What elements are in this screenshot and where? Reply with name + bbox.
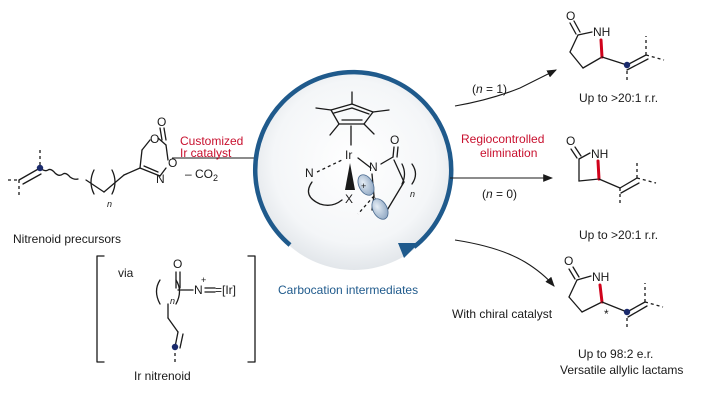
atom-O-center: O (390, 133, 399, 147)
atom-O-p1: O (566, 9, 575, 23)
paren-close (175, 279, 181, 305)
elimination-label-line2: elimination (480, 146, 537, 160)
atom-O-carbonyl: O (157, 115, 166, 129)
wedge-bond (345, 163, 355, 190)
plus-charge: + (201, 275, 206, 285)
via-label: via (118, 266, 134, 280)
repeat-n: n (107, 199, 112, 209)
ring-arrowhead (398, 243, 419, 258)
alkene-carbon-dot (623, 61, 631, 69)
atom-O-ring2: O (168, 156, 177, 170)
rr1-label: Up to >20:1 r.r. (579, 91, 658, 105)
product-gamma-lactam: O NH Up to >20:1 r.r. (566, 9, 665, 105)
atom-O-p3: O (564, 254, 573, 268)
precursors-label: Nitrenoid precursors (13, 232, 121, 246)
catalyst-label-line2: Ir catalyst (180, 146, 232, 160)
rr2-label: Up to >20:1 r.r. (579, 228, 658, 242)
atom-N-nitrenoid: N (194, 283, 203, 297)
atom-N-ring: N (156, 172, 165, 186)
ir-nitrenoid-label: Ir nitrenoid (134, 369, 191, 383)
atom-O-p2: O (566, 134, 575, 148)
n1-label: (n = 1) (472, 82, 507, 96)
repeat-n: n (170, 296, 175, 306)
atom-Ir: Ir (345, 148, 352, 162)
sphere-background (256, 74, 452, 270)
paren-close (411, 163, 417, 185)
cp-star-ligand (315, 91, 390, 146)
atom-NH-p1: NH (593, 25, 610, 39)
ring-arc (253, 69, 454, 249)
atom-N-right: N (369, 160, 378, 174)
product-chiral-lactam: O NH * With chiral catalyst Up to 98:2 e… (452, 254, 683, 377)
paren-open (401, 163, 406, 185)
bracket-left (96, 255, 105, 363)
p-orbital-lobe-top (357, 174, 375, 196)
nitrenoid-precursor-structure: n O O N O (8, 115, 177, 209)
repeat-n: n (410, 189, 415, 199)
n0-label: (n = 0) (482, 187, 517, 201)
stereocenter-star: * (604, 307, 609, 321)
paren-close (111, 169, 116, 195)
elimination-label-line1: Regiocontrolled (461, 132, 544, 146)
carbocation-label: Carbocation intermediates (278, 283, 418, 297)
alkene-carbon-dot (171, 343, 179, 351)
chiral-catalyst-label: With chiral catalyst (452, 307, 553, 321)
p-orbital-lobe-bottom (371, 198, 389, 220)
atom-O-nitrenoid: O (173, 257, 182, 271)
atom-N-left: N (305, 166, 314, 180)
ir-nitrenoid-bracket: via O N =[Ir] + n Ir nitrenoid (96, 255, 256, 383)
wavy-bond (39, 167, 79, 180)
carbocation-plus: + (361, 181, 366, 191)
chelate-arc (307, 181, 343, 206)
atom-O-ring: O (150, 132, 159, 146)
alkene-carbon-dot (36, 164, 44, 172)
arrow-to-product-1 (454, 69, 557, 107)
atom-X: X (345, 192, 353, 206)
paren-open (90, 169, 95, 195)
paren-open (155, 279, 161, 305)
atom-NH-p2: NH (591, 147, 608, 161)
catalyst-label-line1: Customized (180, 134, 243, 148)
versatile-label: Versatile allylic lactams (560, 363, 683, 377)
co2-loss-label: – CO2 (185, 167, 218, 183)
atom-NH-p3: NH (592, 270, 609, 284)
carbocation-intermediate-circle: Ir N X N O n + (253, 69, 454, 270)
arrow-to-product-3 (454, 239, 555, 287)
ir-bracket: =[Ir] (215, 283, 236, 297)
bracket-right (247, 255, 256, 363)
product-beta-lactam: O NH Up to >20:1 r.r. (566, 134, 658, 242)
er-label: Up to 98:2 e.r. (578, 347, 653, 361)
alkene-carbon-dot (623, 308, 631, 316)
